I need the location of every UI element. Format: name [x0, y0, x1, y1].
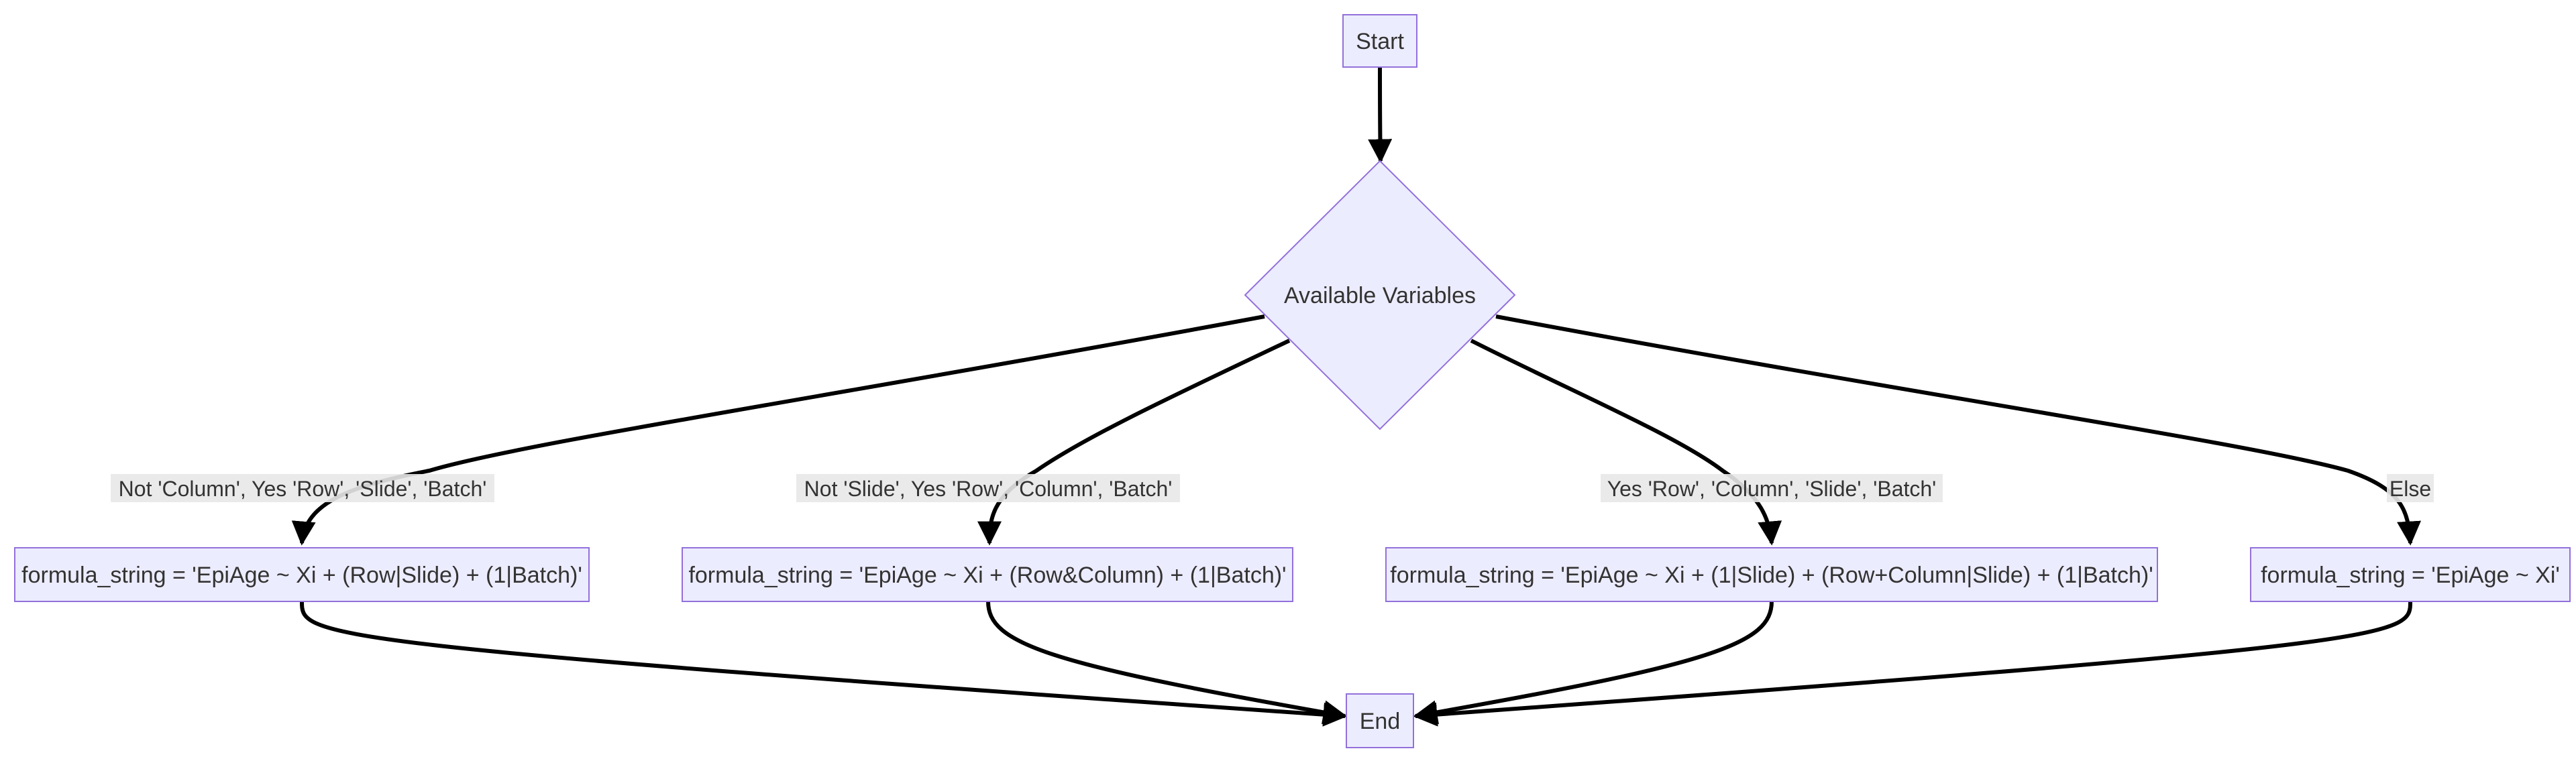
node-formula-3: formula_string = 'EpiAge ~ Xi + (1|Slide…	[1385, 547, 2158, 602]
edge-start-to-decision	[1368, 65, 1393, 164]
node-formula-2-label: formula_string = 'EpiAge ~ Xi + (Row&Col…	[688, 563, 1286, 588]
edge-label-bg-2	[796, 474, 1180, 502]
node-formula-2: formula_string = 'EpiAge ~ Xi + (Row&Col…	[682, 547, 1293, 602]
node-decision-label: Available Variables	[1284, 283, 1476, 308]
node-start-box	[1342, 14, 1417, 68]
edge-decision-to-formula-2	[977, 339, 1291, 546]
edge-label-bg-4	[2387, 474, 2434, 502]
edge-label-branch-3: Yes 'Row', 'Column', 'Slide', 'Batch'	[1607, 477, 1937, 501]
node-end-label: End	[1360, 709, 1401, 734]
node-end-box	[1346, 693, 1414, 748]
node-decision: Available Variables	[1244, 160, 1516, 430]
edge-decision-to-formula-3	[1470, 339, 1782, 546]
node-start-label: Start	[1356, 29, 1404, 54]
node-formula-2-box	[682, 547, 1293, 602]
node-formula-1-box	[14, 547, 590, 602]
node-formula-1-label: formula_string = 'EpiAge ~ Xi + (Row|Sli…	[21, 563, 582, 588]
node-formula-3-label: formula_string = 'EpiAge ~ Xi + (1|Slide…	[1390, 563, 2153, 588]
edge-formula-1-to-end	[300, 601, 1348, 727]
edge-formula-3-to-end	[1413, 601, 1774, 725]
edge-formula-2-to-end	[986, 601, 1348, 725]
edge-decision-to-formula-4	[1495, 314, 2422, 546]
edge-label-bg-3	[1601, 474, 1943, 502]
node-end: End	[1346, 693, 1414, 748]
node-start: Start	[1342, 14, 1417, 68]
edge-decision-to-formula-1	[291, 314, 1265, 546]
node-formula-4: formula_string = 'EpiAge ~ Xi'	[2250, 547, 2571, 602]
node-formula-1: formula_string = 'EpiAge ~ Xi + (Row|Sli…	[14, 547, 590, 602]
node-formula-4-box	[2250, 547, 2571, 602]
edge-label-branch-4: Else	[2390, 477, 2431, 501]
edge-label-branch-1: Not 'Column', Yes 'Row', 'Slide', 'Batch…	[119, 477, 487, 501]
edge-formula-4-to-end	[1413, 601, 2412, 727]
edge-label-bg-1	[111, 474, 494, 502]
node-formula-4-label: formula_string = 'EpiAge ~ Xi'	[2261, 563, 2560, 588]
edge-labels: Not 'Column', Yes 'Row', 'Slide', 'Batch…	[111, 474, 2434, 502]
edges	[291, 65, 2422, 727]
node-formula-3-box	[1385, 547, 2158, 602]
node-decision-diamond	[1244, 160, 1516, 430]
edge-label-branch-2: Not 'Slide', Yes 'Row', 'Column', 'Batch…	[804, 477, 1173, 501]
